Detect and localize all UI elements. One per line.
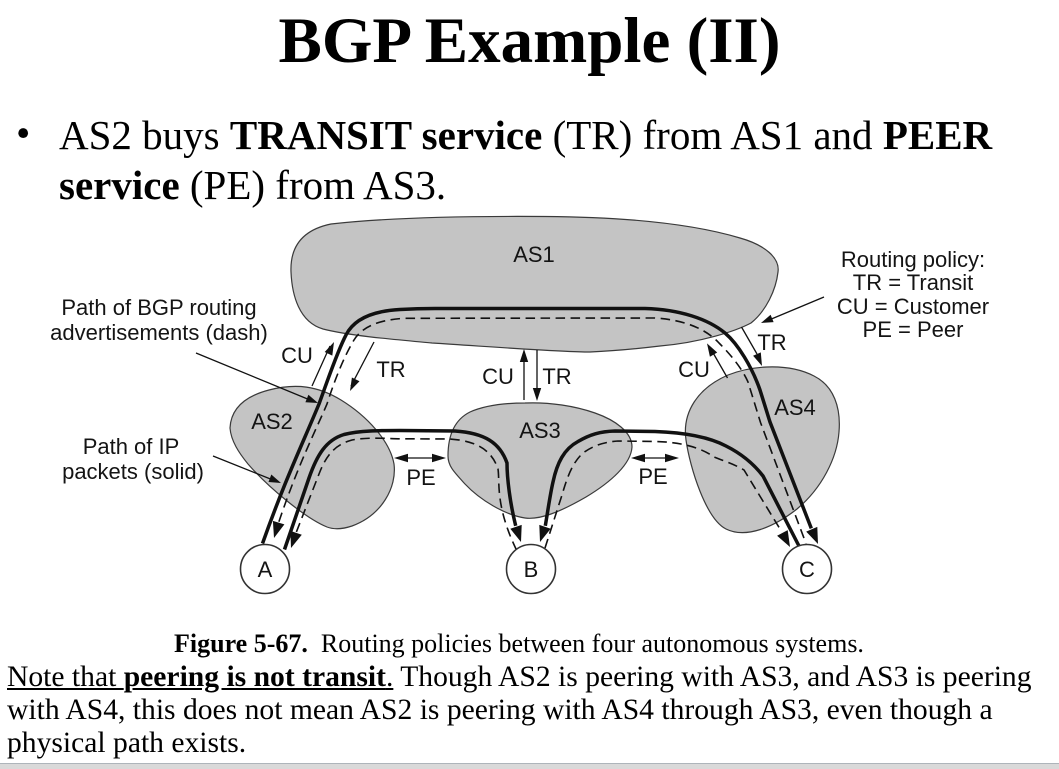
svg-text:TR = Transit: TR = Transit: [853, 270, 973, 295]
svg-text:CU = Customer: CU = Customer: [837, 294, 989, 319]
svg-text:PE: PE: [406, 465, 435, 490]
svg-text:PE = Peer: PE = Peer: [863, 317, 964, 342]
svg-text:Path of BGP routing: Path of BGP routing: [61, 295, 256, 320]
svg-text:TR: TR: [757, 330, 786, 355]
svg-text:AS2: AS2: [251, 409, 293, 434]
svg-text:advertisements (dash): advertisements (dash): [50, 320, 268, 345]
svg-text:Path of IP: Path of IP: [83, 434, 180, 459]
svg-text:AS4: AS4: [774, 395, 816, 420]
svg-text:A: A: [258, 557, 273, 582]
svg-text:PE: PE: [638, 464, 667, 489]
svg-text:Routing policy:: Routing policy:: [841, 247, 985, 272]
svg-text:CU: CU: [482, 364, 514, 389]
svg-text:CU: CU: [678, 357, 710, 382]
svg-text:TR: TR: [376, 357, 405, 382]
svg-text:AS1: AS1: [513, 242, 555, 267]
svg-text:CU: CU: [281, 343, 313, 368]
svg-text:C: C: [799, 557, 815, 582]
svg-text:B: B: [524, 557, 539, 582]
svg-text:TR: TR: [542, 364, 571, 389]
svg-text:AS3: AS3: [519, 418, 561, 443]
svg-text:packets (solid): packets (solid): [62, 459, 204, 484]
